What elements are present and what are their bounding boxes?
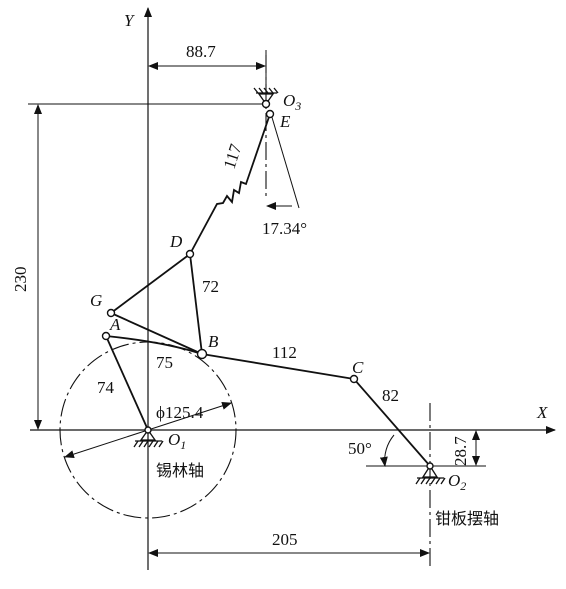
shaft-labels: 锡林轴 钳板摆轴 [156, 461, 499, 528]
length-bc: 112 [272, 343, 297, 362]
angle-c-arc [379, 434, 395, 467]
coordinate-axes: X Y [30, 7, 556, 570]
joint-a [101, 331, 111, 341]
label-b: B [208, 332, 219, 351]
label-o2: O2 [448, 471, 466, 493]
joint-o3 [261, 99, 271, 109]
angle-c-value: 50° [348, 439, 372, 458]
label-g: G [90, 291, 102, 310]
joint-g [106, 308, 116, 318]
angle-e-value: 17.34° [262, 219, 307, 238]
o3-support [253, 87, 279, 106]
link-b-c [201, 353, 355, 380]
x-axis-label: X [536, 403, 548, 422]
joint-e [265, 109, 275, 119]
length-de: 117 [220, 141, 246, 171]
length-o1a: 74 [97, 378, 115, 397]
link-g-d [110, 253, 191, 314]
link-d-b [189, 253, 203, 355]
dim-diameter-arrow-left [64, 429, 149, 459]
label-e: E [279, 112, 291, 131]
label-d: D [169, 232, 183, 251]
shaft-label-cylinder: 锡林轴 [156, 461, 204, 480]
dim-diameter-value: ϕ125.4 [156, 403, 204, 422]
dim-diameter-arrow-right [147, 401, 232, 431]
label-a: A [109, 315, 121, 334]
joints [101, 99, 434, 470]
dimension-lines: 88.7 230 205 28.7 ϕ125.4 17.34° 50° [11, 42, 486, 557]
o1-support [133, 428, 164, 448]
link-a-b [105, 335, 203, 355]
joint-d [185, 249, 195, 259]
link-o1-a [105, 335, 149, 431]
joint-b [196, 348, 208, 360]
links [105, 113, 431, 467]
dim-205-value: 205 [272, 530, 298, 549]
joint-c [349, 374, 359, 384]
joint-o2 [426, 462, 434, 470]
angle-e-reference [270, 113, 300, 209]
link-g-b [110, 312, 203, 355]
length-co2: 82 [382, 386, 399, 405]
shaft-label-nipper: 钳板摆轴 [435, 509, 499, 528]
dim-88-7-value: 88.7 [186, 42, 216, 61]
length-bd: 72 [202, 277, 219, 296]
label-c: C [352, 358, 364, 377]
ground-supports [133, 87, 446, 485]
o2-support [415, 464, 446, 485]
length-ab: 75 [156, 353, 173, 372]
point-labels: O3 E D G A B C O1 O2 [90, 91, 466, 493]
dim-230-value: 230 [11, 267, 30, 293]
y-axis-label: Y [124, 11, 135, 30]
joint-o1 [144, 426, 152, 434]
label-o1: O1 [168, 430, 186, 452]
link-d-e-spring [189, 113, 271, 255]
label-o3: O3 [283, 91, 301, 113]
link-c-o2 [353, 378, 431, 467]
center-lines [59, 55, 431, 570]
dim-28-7-value: 28.7 [451, 436, 470, 466]
